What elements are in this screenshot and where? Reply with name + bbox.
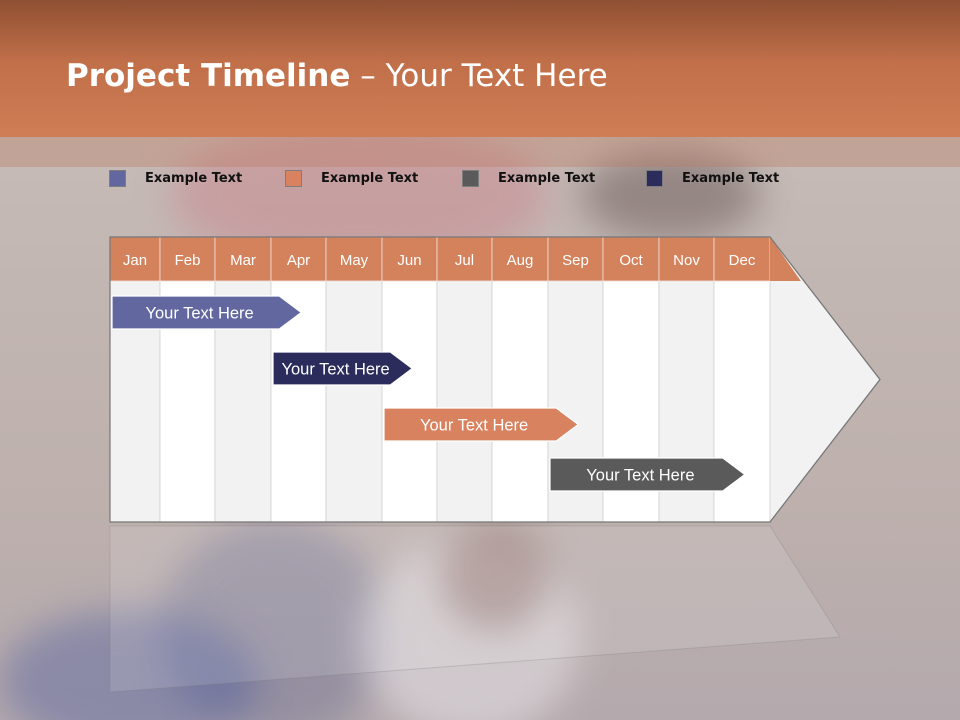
month-header-cell (109, 236, 161, 282)
month-label: Aug (507, 252, 534, 269)
month-label: Jun (397, 252, 421, 269)
legend-label: Example Text (145, 171, 243, 186)
legend: Example Text Example Text Example Text E… (0, 170, 960, 194)
legend-item: Example Text (462, 170, 595, 187)
page-title: Project Timeline – Your Text Here (66, 58, 608, 94)
month-header-cell (159, 236, 216, 282)
month-header-cell (214, 236, 272, 282)
legend-item: Example Text (109, 170, 242, 187)
month-label: Mar (230, 252, 256, 269)
month-header-cell (381, 236, 438, 282)
background-shape (360, 540, 580, 720)
month-label: Jul (455, 252, 474, 269)
month-header-cell (547, 236, 604, 282)
background-shape (0, 610, 260, 720)
month-label: Dec (729, 252, 756, 269)
month-header-cell (658, 236, 715, 282)
month-header-cell (325, 236, 383, 282)
month-label: Sep (562, 252, 589, 269)
month-header-tail (770, 237, 801, 281)
task-label: Your Text Here (146, 305, 254, 323)
timeline-arrow-outline (109, 236, 881, 523)
legend-item: Example Text (285, 170, 418, 187)
legend-label: Example Text (321, 171, 419, 186)
background-shape (440, 520, 550, 630)
legend-swatch (646, 170, 663, 187)
task-arrow (549, 457, 746, 492)
month-label: May (340, 252, 369, 269)
month-label: Feb (175, 252, 201, 269)
title-banner-strip (0, 137, 960, 167)
timeline-reflection (109, 525, 841, 693)
legend-swatch (109, 170, 126, 187)
month-label: Jan (123, 252, 147, 269)
legend-label: Example Text (498, 171, 596, 186)
month-label: Nov (673, 252, 700, 269)
legend-item: Example Text (646, 170, 779, 187)
month-header-cell (491, 236, 549, 282)
legend-swatch (285, 170, 302, 187)
page-title-rest: – Your Text Here (350, 58, 608, 94)
legend-label: Example Text (682, 171, 780, 186)
month-column (491, 280, 549, 523)
month-header-cell (436, 236, 493, 282)
month-label: Oct (619, 252, 643, 269)
task-label: Your Text Here (282, 361, 390, 379)
task-label: Your Text Here (586, 467, 694, 485)
background-shape (580, 150, 760, 240)
month-column (381, 280, 438, 523)
title-banner (0, 0, 960, 137)
month-header-cell (713, 236, 771, 282)
legend-swatch (462, 170, 479, 187)
task-arrow (111, 295, 303, 330)
background-shape (160, 520, 390, 720)
task-arrow (383, 407, 580, 442)
month-header-cell (602, 236, 660, 282)
task-arrow (272, 351, 414, 386)
month-column (325, 280, 383, 523)
month-column (436, 280, 493, 523)
month-label: Apr (287, 252, 310, 269)
task-label: Your Text Here (420, 417, 528, 435)
page-title-bold: Project Timeline (66, 58, 351, 94)
